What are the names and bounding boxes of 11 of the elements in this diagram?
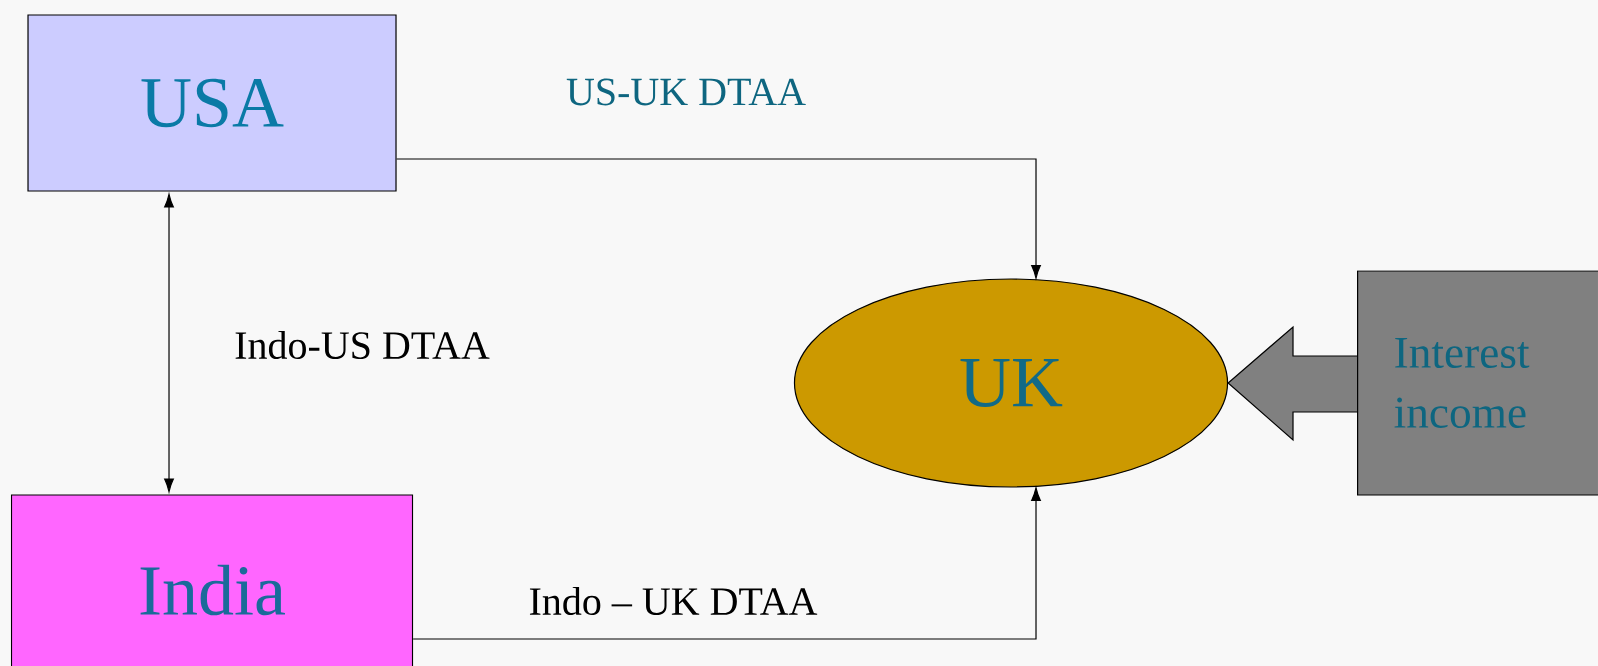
arrow	[412, 487, 1041, 640]
arrow	[396, 158, 1041, 279]
country-box: USA	[27, 14, 397, 192]
edge-label: Indo-US DTAA	[235, 330, 490, 360]
arrow	[164, 193, 174, 493]
edge-label: US-UK DTAA	[566, 78, 806, 106]
edge-label: Indo – UK DTAA	[529, 586, 818, 616]
country-box: India	[10, 494, 414, 666]
ellipse-node: UK	[793, 278, 1229, 488]
block-arrow	[1227, 325, 1358, 442]
callout-box: Interest income	[1357, 270, 1598, 496]
